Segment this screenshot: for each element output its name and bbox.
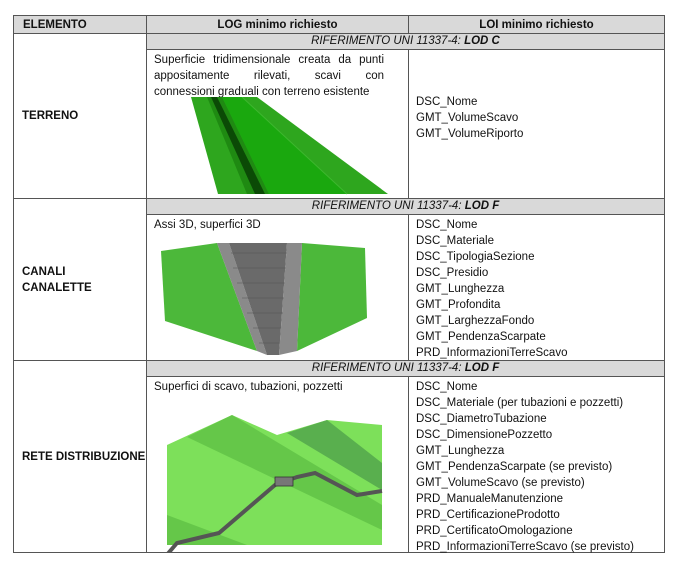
loi-item: DSC_Presidio (416, 267, 489, 279)
loi-item: GMT_PendenzaScarpate (se previsto) (416, 461, 613, 473)
log-cell: Assi 3D, superfici 3D (146, 214, 409, 361)
loi-item: DSC_Nome (416, 381, 478, 393)
loi-item: GMT_VolumeRiporto (416, 128, 524, 140)
loi-item: PRD_CertificazioneProdotto (416, 509, 560, 521)
loi-item: DSC_TipologiaSezione (416, 251, 535, 263)
log-text: Superfici di scavo, tubazioni, pozzetti (154, 381, 343, 393)
loi-cell: DSC_Nome DSC_Materiale (per tubazioni e … (408, 376, 665, 553)
loi-item: DSC_Nome (416, 96, 478, 108)
header-elemento: ELEMENTO (13, 15, 147, 34)
element-line: CANALETTE (22, 281, 92, 294)
network-model-image (165, 415, 383, 553)
lod-reference: RIFERIMENTO UNI 11337-4: LOD F (146, 360, 665, 377)
loi-item: GMT_Lunghezza (416, 445, 505, 457)
loi-item: GMT_LarghezzaFondo (416, 315, 535, 327)
log-text: Assi 3D, superfici 3D (154, 219, 261, 231)
element-terreno: TERRENO (13, 33, 147, 199)
ref-lod: LOD F (464, 362, 500, 374)
loi-item: DSC_Materiale (per tubazioni e pozzetti) (416, 397, 624, 409)
loi-item: PRD_CertificatoOmologazione (416, 525, 573, 537)
loi-item: GMT_PendenzaScarpate (416, 331, 546, 343)
ref-prefix: RIFERIMENTO UNI 11337-4: (311, 35, 465, 47)
loi-item: PRD_InformazioniTerreScavo (416, 347, 568, 359)
header-log: LOG minimo richiesto (146, 15, 409, 34)
loi-item: GMT_VolumeScavo (416, 112, 519, 124)
header-loi: LOI minimo richiesto (408, 15, 665, 34)
channel-model-image (161, 243, 367, 355)
log-cell: Superfici di scavo, tubazioni, pozzetti (146, 376, 409, 553)
loi-item: DSC_Materiale (416, 235, 494, 247)
element-canali: CANALI CANALETTE (13, 198, 147, 361)
element-rete-distribuzione: RETE DISTRIBUZIONE (13, 360, 147, 553)
terrain-model-image (191, 97, 388, 195)
loi-item: DSC_DimensionePozzetto (416, 429, 553, 441)
loi-item: PRD_InformazioniTerreScavo (se previsto) (416, 541, 634, 553)
loi-item: GMT_Lunghezza (416, 283, 505, 295)
loi-cell: DSC_Nome DSC_Materiale DSC_TipologiaSezi… (408, 214, 665, 361)
log-text: Superficie tridimensionale creata da pun… (154, 54, 384, 98)
lod-reference: RIFERIMENTO UNI 11337-4: LOD C (146, 33, 665, 50)
loi-item: PRD_ManualeManutenzione (416, 493, 564, 505)
loi-item: GMT_Profondita (416, 299, 501, 311)
loi-item: DSC_DiametroTubazione (416, 413, 547, 425)
element-line: CANALI (22, 265, 66, 278)
ref-lod: LOD C (464, 35, 500, 47)
loi-item: DSC_Nome (416, 219, 478, 231)
loi-item: GMT_VolumeScavo (se previsto) (416, 477, 585, 489)
ref-lod: LOD F (464, 200, 500, 212)
loi-cell: DSC_Nome GMT_VolumeScavo GMT_VolumeRipor… (408, 49, 665, 199)
log-cell: Superficie tridimensionale creata da pun… (146, 49, 409, 199)
ref-prefix: RIFERIMENTO UNI 11337-4: (311, 200, 465, 212)
ref-prefix: RIFERIMENTO UNI 11337-4: (311, 362, 465, 374)
lod-reference: RIFERIMENTO UNI 11337-4: LOD F (146, 198, 665, 215)
